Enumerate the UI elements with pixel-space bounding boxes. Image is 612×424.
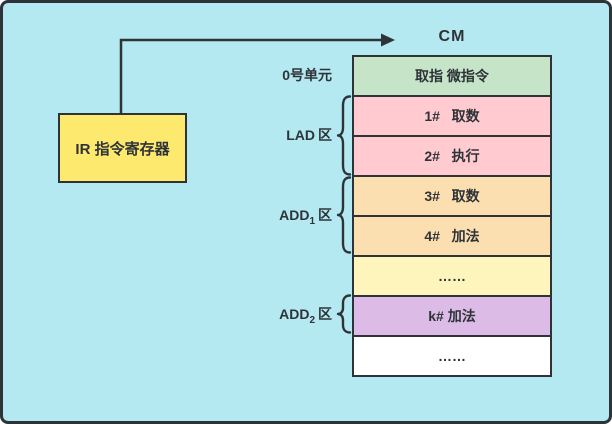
cm-row: 4# 加法 [354, 217, 550, 257]
lad-main: LAD [286, 127, 315, 143]
cm-row: 2# 执行 [354, 137, 550, 177]
add2-suffix: 区 [318, 306, 332, 322]
cm-row: 3# 取数 [354, 177, 550, 217]
cm-row: 取指 微指令 [354, 57, 550, 97]
ir-register-box: IR 指令寄存器 [58, 113, 187, 183]
cm-row: …… [354, 337, 550, 375]
cm-row: 1# 取数 [354, 97, 550, 137]
add1-suffix: 区 [318, 207, 332, 223]
cm-title: CM [438, 28, 466, 45]
cm-memory-table: 取指 微指令 1# 取数 2# 执行 3# 取数 4# 加法 …… k# 加法 … [352, 55, 552, 377]
add2-main: ADD [279, 306, 310, 322]
cm-row: k# 加法 [354, 297, 550, 337]
add2-subscript: 2 [309, 314, 315, 326]
add1-main: ADD [279, 207, 310, 223]
add1-region-brace [336, 176, 352, 254]
cm-row: …… [354, 257, 550, 297]
label-unit0: 0号单元 [282, 67, 332, 83]
lad-region-brace [336, 95, 352, 176]
add1-subscript: 1 [309, 215, 315, 227]
add2-region-brace [336, 294, 352, 334]
ir-register-label: IR 指令寄存器 [75, 140, 170, 158]
lad-suffix: 区 [318, 127, 332, 143]
